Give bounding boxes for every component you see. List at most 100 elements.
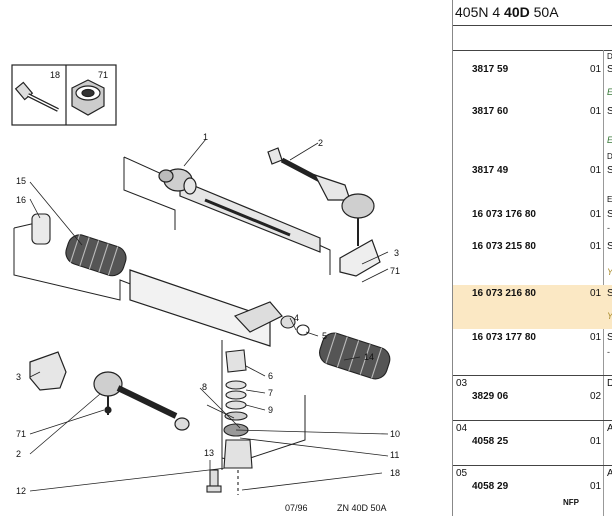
part-group-mark: E — [607, 195, 612, 204]
part-reference: 4058 25 — [472, 436, 509, 447]
part-reference: 4058 29 — [472, 481, 509, 492]
engine-code: 40D — [504, 4, 530, 20]
header-divider-2 — [453, 50, 612, 51]
part-description: S — [607, 64, 612, 75]
part-quantity: 01 — [590, 165, 602, 176]
part-description: A — [607, 423, 612, 434]
part-note: - — [607, 223, 610, 233]
part-quantity: 01 — [590, 288, 602, 299]
part-row[interactable]: 16 073 177 80 01 S - — [453, 329, 612, 375]
part-description: A — [607, 468, 612, 479]
part-reference: 3817 59 — [472, 64, 509, 75]
callout-11: 11 — [390, 450, 399, 460]
callout-71-left: 71 — [16, 429, 26, 439]
pinion-stack — [223, 349, 253, 495]
part-reference: 3829 06 — [472, 391, 509, 402]
part-quantity: 01 — [590, 332, 602, 343]
part-quantity: 01 — [590, 209, 602, 220]
callout-9: 9 — [268, 405, 273, 415]
part-note: Y — [607, 267, 612, 277]
part-group-mark: D — [607, 52, 612, 61]
part-row[interactable]: E 16 073 176 80 01 S - — [453, 191, 612, 235]
callout-8: 8 — [202, 382, 207, 392]
callout-2-left: 2 — [16, 449, 21, 459]
callout-6: 6 — [268, 371, 273, 381]
part-note: Y — [607, 311, 612, 321]
callout-7: 7 — [268, 388, 273, 398]
part-description: S — [607, 288, 612, 299]
callout-3-left: 3 — [16, 372, 21, 382]
fastener-inset — [11, 64, 117, 126]
group-number: 05 — [456, 468, 468, 479]
callout-71-right: 71 — [390, 266, 400, 276]
diagram-code: ZN 40D 50A — [337, 503, 387, 513]
model-code-suffix: 50A — [529, 4, 559, 20]
rack-tube — [129, 179, 321, 347]
part-description: S — [607, 106, 612, 117]
part-quantity: 01 — [590, 241, 602, 252]
left-boot — [31, 213, 127, 277]
diagram-date: 07/96 — [285, 503, 308, 513]
left-tie-rod-end — [29, 351, 190, 431]
part-row-selected[interactable]: 16 073 216 80 01 S Y — [453, 285, 612, 329]
header-gap — [453, 26, 612, 50]
nut-icon — [71, 79, 105, 116]
part-description: S — [607, 241, 612, 252]
model-header: 405N 4 40D 50A — [453, 0, 612, 24]
part-description: S — [607, 209, 612, 220]
right-boot — [319, 332, 391, 380]
part-quantity: 01 — [590, 481, 602, 492]
part-note: E — [607, 87, 612, 97]
callout-12: 12 — [16, 486, 26, 496]
group-number: 03 — [456, 378, 468, 389]
part-row[interactable]: 05 4058 29 01 A NFP — [453, 466, 612, 516]
parts-list: 405N 4 40D 50A D 3817 59 01 S E 3817 60 … — [453, 0, 612, 516]
callout-13: 13 — [204, 448, 214, 458]
steering-rack-drawing: 18 71 — [11, 64, 400, 513]
column-divider — [603, 50, 604, 516]
part-note: E — [607, 135, 612, 145]
nfp-badge: NFP — [563, 498, 579, 507]
part-group-mark: D — [607, 152, 612, 161]
group-divider — [453, 375, 612, 376]
callout-4: 4 — [294, 313, 299, 323]
right-tie-rod-end — [267, 147, 375, 246]
part-description: S — [607, 165, 612, 176]
bracket-right — [339, 239, 381, 277]
callout-71-inset: 71 — [98, 70, 108, 80]
part-row[interactable]: D 3817 59 01 S E — [453, 51, 612, 99]
part-description: D — [607, 378, 612, 389]
part-row[interactable]: 04 4058 25 01 A — [453, 421, 612, 465]
callout-18-inset: 18 — [50, 70, 60, 80]
group-number: 04 — [456, 423, 468, 434]
part-quantity: 01 — [590, 436, 602, 447]
part-reference: 3817 60 — [472, 106, 509, 117]
part-reference: 16 073 176 80 — [472, 209, 536, 220]
part-reference: 16 073 216 80 — [472, 288, 536, 299]
callout-5: 5 — [322, 331, 327, 341]
part-row[interactable]: D 3817 49 01 S — [453, 147, 612, 191]
part-reference: 3817 49 — [472, 165, 509, 176]
callout-14: 14 — [364, 352, 374, 362]
group-divider — [453, 465, 612, 466]
callout-2: 2 — [318, 138, 323, 148]
callout-16: 16 — [16, 195, 26, 205]
callout-3: 3 — [394, 248, 399, 258]
part-description: S — [607, 332, 612, 343]
inner-ball-joint — [158, 168, 197, 195]
group-divider — [453, 420, 612, 421]
part-row[interactable]: 03 3829 06 02 D — [453, 376, 612, 420]
part-quantity: 01 — [590, 106, 602, 117]
part-reference: 16 073 177 80 — [472, 332, 536, 343]
exploded-diagram: 18 71 — [11, 0, 453, 516]
part-row[interactable]: 3817 60 01 S E — [453, 99, 612, 147]
part-row[interactable]: 16 073 215 80 01 S Y — [453, 235, 612, 285]
part-reference: 16 073 215 80 — [472, 241, 536, 252]
header-divider — [453, 25, 612, 26]
bolt-13 — [206, 469, 222, 493]
part-quantity: 02 — [590, 391, 602, 402]
callout-15: 15 — [16, 176, 26, 186]
callout-10: 10 — [390, 429, 400, 439]
part-note: - — [607, 347, 610, 357]
bolt-icon — [14, 81, 59, 112]
